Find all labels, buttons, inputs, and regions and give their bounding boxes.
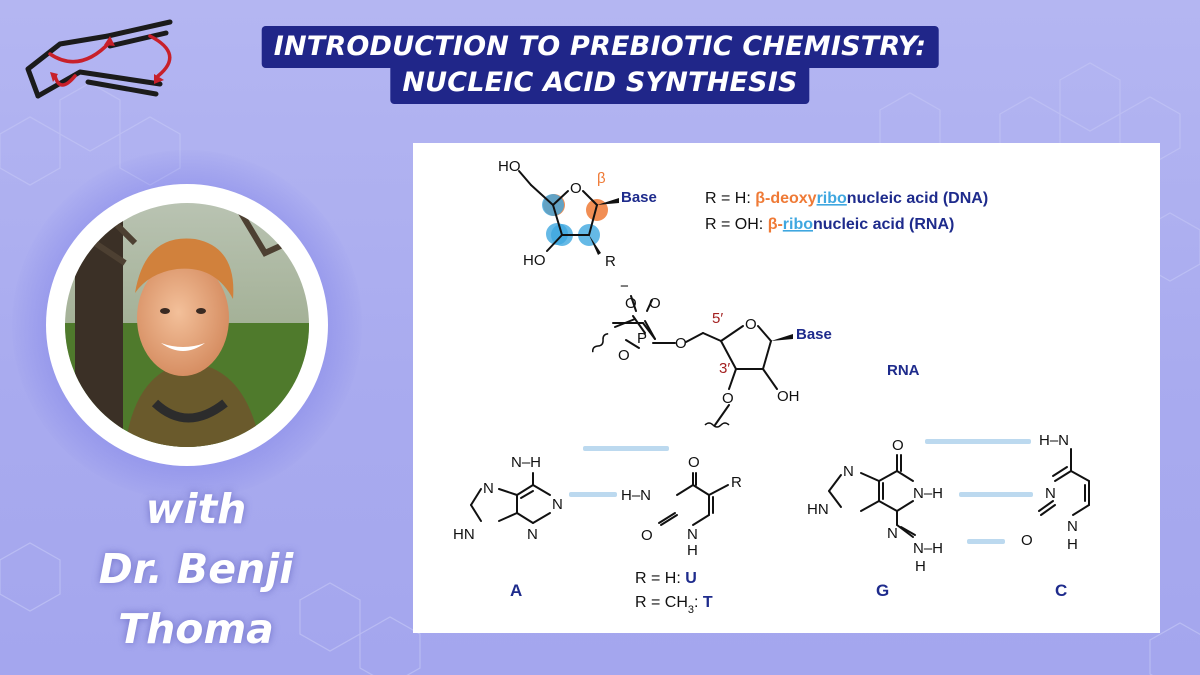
uracil-n1: N bbox=[687, 526, 698, 543]
rna-def-dash: - bbox=[777, 216, 782, 233]
phosphorus: P bbox=[637, 330, 647, 347]
backbone-ring-o: O bbox=[745, 316, 757, 333]
uracil-o4: O bbox=[688, 454, 700, 471]
svg-text:R = H: β-deoxyribonucleic acid: R = H: β-deoxyribonucleic acid (DNA) bbox=[705, 190, 988, 207]
hydrogen-bonds bbox=[569, 439, 1033, 544]
guanine-nh2-h: H bbox=[915, 558, 926, 575]
thymine-ch3-subscript: 3 bbox=[688, 604, 694, 616]
cytosine-o2: O bbox=[1021, 532, 1033, 549]
rna-def-ribo: ribo bbox=[783, 216, 813, 233]
thymine-ch3-prefix: R = CH bbox=[635, 594, 688, 611]
dna-def-ribo: ribo bbox=[817, 190, 847, 207]
thymine-label-t: T bbox=[703, 594, 713, 611]
c1-highlight bbox=[586, 199, 608, 221]
uracil-label-u: U bbox=[685, 570, 697, 587]
svg-text:R = CH3: T: R = CH3: T bbox=[635, 594, 713, 616]
rna-def-prefix: R = OH: bbox=[705, 216, 768, 233]
dna-def-beta: β bbox=[755, 190, 765, 207]
caption-with: with bbox=[145, 485, 247, 533]
guanine-nh2: N–H bbox=[913, 540, 943, 557]
rna-backbone-structure: − O O O P O 5′ O Base 3′ O OH RNA bbox=[591, 278, 920, 428]
backbone-oh: OH bbox=[777, 388, 800, 405]
chemistry-figure-panel: HO O β Base HO R R = H: β-deoxyribonucle… bbox=[413, 143, 1160, 633]
beta-symbol: β bbox=[597, 170, 606, 187]
adenine-n7: N bbox=[483, 480, 494, 497]
backbone-base-label: Base bbox=[796, 326, 832, 343]
guanine-hn9: HN bbox=[807, 501, 829, 518]
cytosine-label: C bbox=[1055, 581, 1067, 600]
cytosine-hn: H–N bbox=[1039, 432, 1069, 449]
ribose-ring-o: O bbox=[570, 180, 582, 197]
adenine-structure: N–H N N N HN A bbox=[453, 454, 563, 600]
phosphate-o-right: O bbox=[649, 295, 661, 312]
presenter-photo bbox=[65, 203, 309, 447]
ribose-ho-bottom: HO bbox=[523, 252, 546, 269]
adenine-nh: N–H bbox=[511, 454, 541, 471]
uracil-r-group: R bbox=[731, 474, 742, 491]
adenine-n3: N bbox=[527, 526, 538, 543]
backbone-o3: O bbox=[722, 390, 734, 407]
adenine-n1: N bbox=[552, 496, 563, 513]
ester-o: O bbox=[675, 335, 687, 352]
cytosine-n3: N bbox=[1045, 485, 1056, 502]
svg-text:R = H: U: R = H: U bbox=[635, 570, 697, 587]
guanine-n7: N bbox=[843, 463, 854, 480]
guanine-n3: N bbox=[887, 525, 898, 542]
reaction-logo-icon bbox=[25, 19, 173, 99]
rna-def-beta: β bbox=[768, 216, 778, 233]
ribose-r-group: R bbox=[605, 253, 616, 270]
phosphate-charge: − bbox=[620, 278, 629, 295]
adenine-hn9: HN bbox=[453, 526, 475, 543]
cytosine-structure: H–N H N O N H C bbox=[1021, 432, 1090, 600]
dna-def-prefix: R = H: bbox=[705, 190, 755, 207]
five-prime-label: 5′ bbox=[712, 310, 723, 327]
dna-def-part1: -deoxy bbox=[765, 190, 817, 207]
uracil-h-prefix: R = H: bbox=[635, 570, 685, 587]
rna-def-part2: nucleic acid (RNA) bbox=[813, 216, 954, 233]
thymine-ch3-colon: : bbox=[694, 594, 703, 611]
presenter-name-line-1: Dr. Benji bbox=[98, 545, 294, 593]
ribose-structure: HO O β Base HO R bbox=[498, 158, 657, 270]
svg-text:R = OH: β-ribonucleic acid (RN: R = OH: β-ribonucleic acid (RNA) bbox=[705, 216, 954, 233]
guanine-n1h: N–H bbox=[913, 485, 943, 502]
guanine-structure: N O N–H N HN N–H H G bbox=[807, 437, 943, 600]
uracil-o2: O bbox=[641, 527, 653, 544]
phosphate-o-top: O bbox=[625, 295, 637, 312]
definitions: R = H: β-deoxyribonucleic acid (DNA) R =… bbox=[705, 190, 988, 233]
cytosine-n1: N bbox=[1067, 518, 1078, 535]
rna-label: RNA bbox=[887, 362, 920, 379]
presenter-name-line-2: Thoma bbox=[118, 605, 274, 653]
cytosine-h1: H bbox=[1067, 536, 1078, 553]
title-line-2: NUCLEIC ACID SYNTHESIS bbox=[390, 62, 810, 104]
title-line-1: INTRODUCTION TO PREBIOTIC CHEMISTRY: bbox=[261, 26, 939, 68]
dna-def-part2: nucleic acid (DNA) bbox=[847, 190, 988, 207]
ribose-ho-top: HO bbox=[498, 158, 521, 175]
guanine-label: G bbox=[876, 581, 889, 600]
three-prime-label: 3′ bbox=[719, 360, 730, 377]
adenine-label: A bbox=[510, 581, 522, 600]
guanine-o6: O bbox=[892, 437, 904, 454]
phosphate-o-left: O bbox=[618, 347, 630, 364]
ribose-base-label: Base bbox=[621, 189, 657, 206]
uracil-hn3: H–N bbox=[621, 487, 651, 504]
uracil-structure: O H–N O N H R R = H: U R = CH3: T bbox=[621, 454, 742, 616]
uracil-h1: H bbox=[687, 542, 698, 559]
